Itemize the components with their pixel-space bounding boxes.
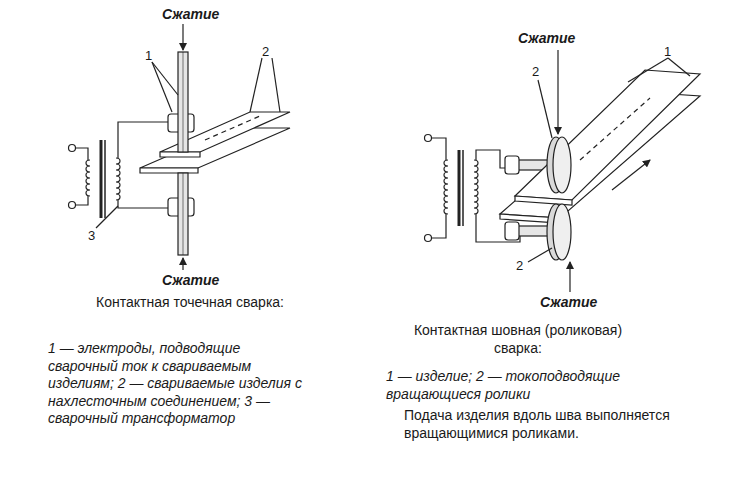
- caption-legend: 1 — электроды, подводящие сварочный ток …: [48, 340, 313, 428]
- force-label: Сжатие: [162, 272, 219, 290]
- coil-winding: [86, 160, 90, 196]
- caption-note: Подача изделия вдоль шва выполняется вра…: [404, 407, 704, 442]
- caption-title: Контактная шовная (роликовая) сварка:: [413, 322, 623, 357]
- force-label: Сжатие: [162, 6, 219, 24]
- callout-number: 2: [262, 44, 269, 60]
- force-label: Сжатие: [518, 30, 575, 48]
- callout-number: 1: [145, 48, 152, 64]
- caption-title: Контактная точечная сварка:: [95, 294, 285, 312]
- callout-number: 1: [664, 44, 671, 60]
- callout-number: 3: [88, 228, 95, 244]
- callout-number: 2: [532, 64, 539, 80]
- coil-winding: [474, 160, 478, 214]
- force-label: Сжатие: [540, 294, 597, 312]
- coil-winding: [444, 160, 448, 214]
- coil-winding: [116, 158, 120, 200]
- callout-number: 2: [516, 258, 523, 274]
- caption-legend: 1 — изделие; 2 — токоподводящие вращающи…: [386, 368, 671, 403]
